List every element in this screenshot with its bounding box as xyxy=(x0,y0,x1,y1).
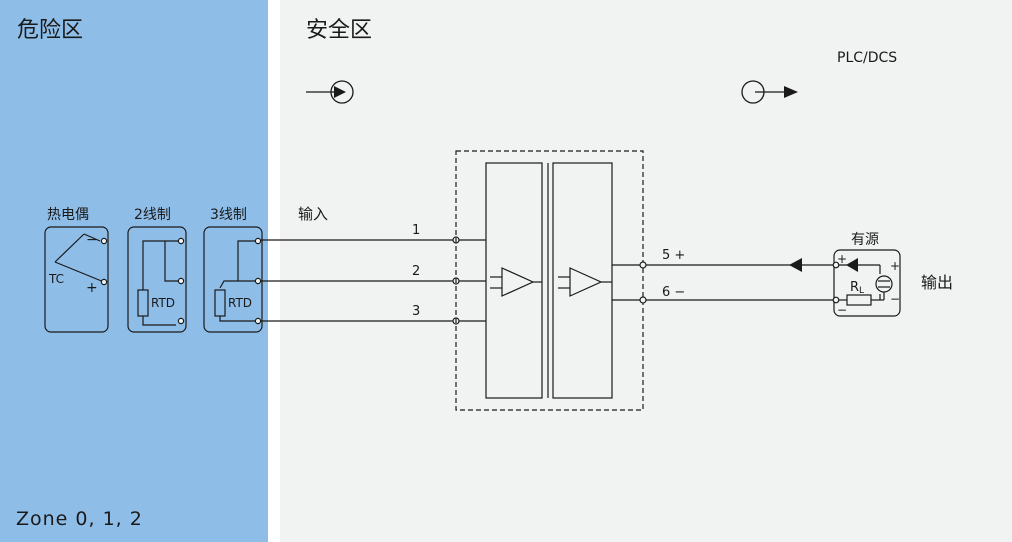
safe-zone-title: 安全区 xyxy=(306,18,373,43)
load-resistor-label: RL xyxy=(850,280,864,296)
terminal-3-label: 3 xyxy=(412,304,420,319)
input-label: 输入 xyxy=(298,205,328,223)
terminal-5-label: 5 + xyxy=(662,248,685,263)
safe-zone-panel xyxy=(280,0,1012,542)
terminal-2-label: 2 xyxy=(412,264,420,279)
rtd-3-wire-sensor xyxy=(203,226,263,333)
thermocouple-label: 热电偶 xyxy=(47,207,89,223)
terminal-5 xyxy=(639,261,647,269)
two-wire-label: 2线制 xyxy=(134,207,171,223)
tc-plus-sign: + xyxy=(86,280,98,296)
load-minus-left: − xyxy=(837,303,847,317)
output-label: 输出 xyxy=(921,273,953,292)
rtd-2-wire-sensor xyxy=(127,226,187,333)
terminal-6 xyxy=(639,296,647,304)
load-plus-left: + xyxy=(837,252,847,266)
terminal-1-label: 1 xyxy=(412,223,420,238)
hazardous-zone-title: 危险区 xyxy=(17,18,84,43)
three-wire-label: 3线制 xyxy=(210,207,247,223)
thermocouple-sensor xyxy=(44,226,109,333)
isolator-output-module xyxy=(552,162,613,399)
amplifier-1-icon xyxy=(490,267,542,297)
tc-label: TC xyxy=(48,272,64,286)
rtd-2-wire-label: RTD xyxy=(151,296,175,310)
source-plus-sign: + xyxy=(890,259,900,273)
output-signal-icon xyxy=(741,80,798,104)
terminal-6-label: 6 − xyxy=(662,285,685,300)
active-source-label: 有源 xyxy=(851,232,879,248)
active-load-box xyxy=(832,249,901,317)
plc-dcs-label: PLC/DCS xyxy=(837,50,897,66)
tc-minus-sign: − xyxy=(86,232,98,248)
source-minus-sign: − xyxy=(890,292,900,306)
amplifier-2-icon xyxy=(558,267,612,297)
input-signal-icon xyxy=(306,80,354,104)
zone-separator xyxy=(268,0,280,542)
isolator-input-module xyxy=(485,162,543,399)
isolator-barrier-outline xyxy=(455,150,644,411)
zone-classification: Zone 0, 1, 2 xyxy=(16,508,143,530)
current-direction-arrow xyxy=(789,258,802,272)
rtd-3-wire-label: RTD xyxy=(228,296,252,310)
